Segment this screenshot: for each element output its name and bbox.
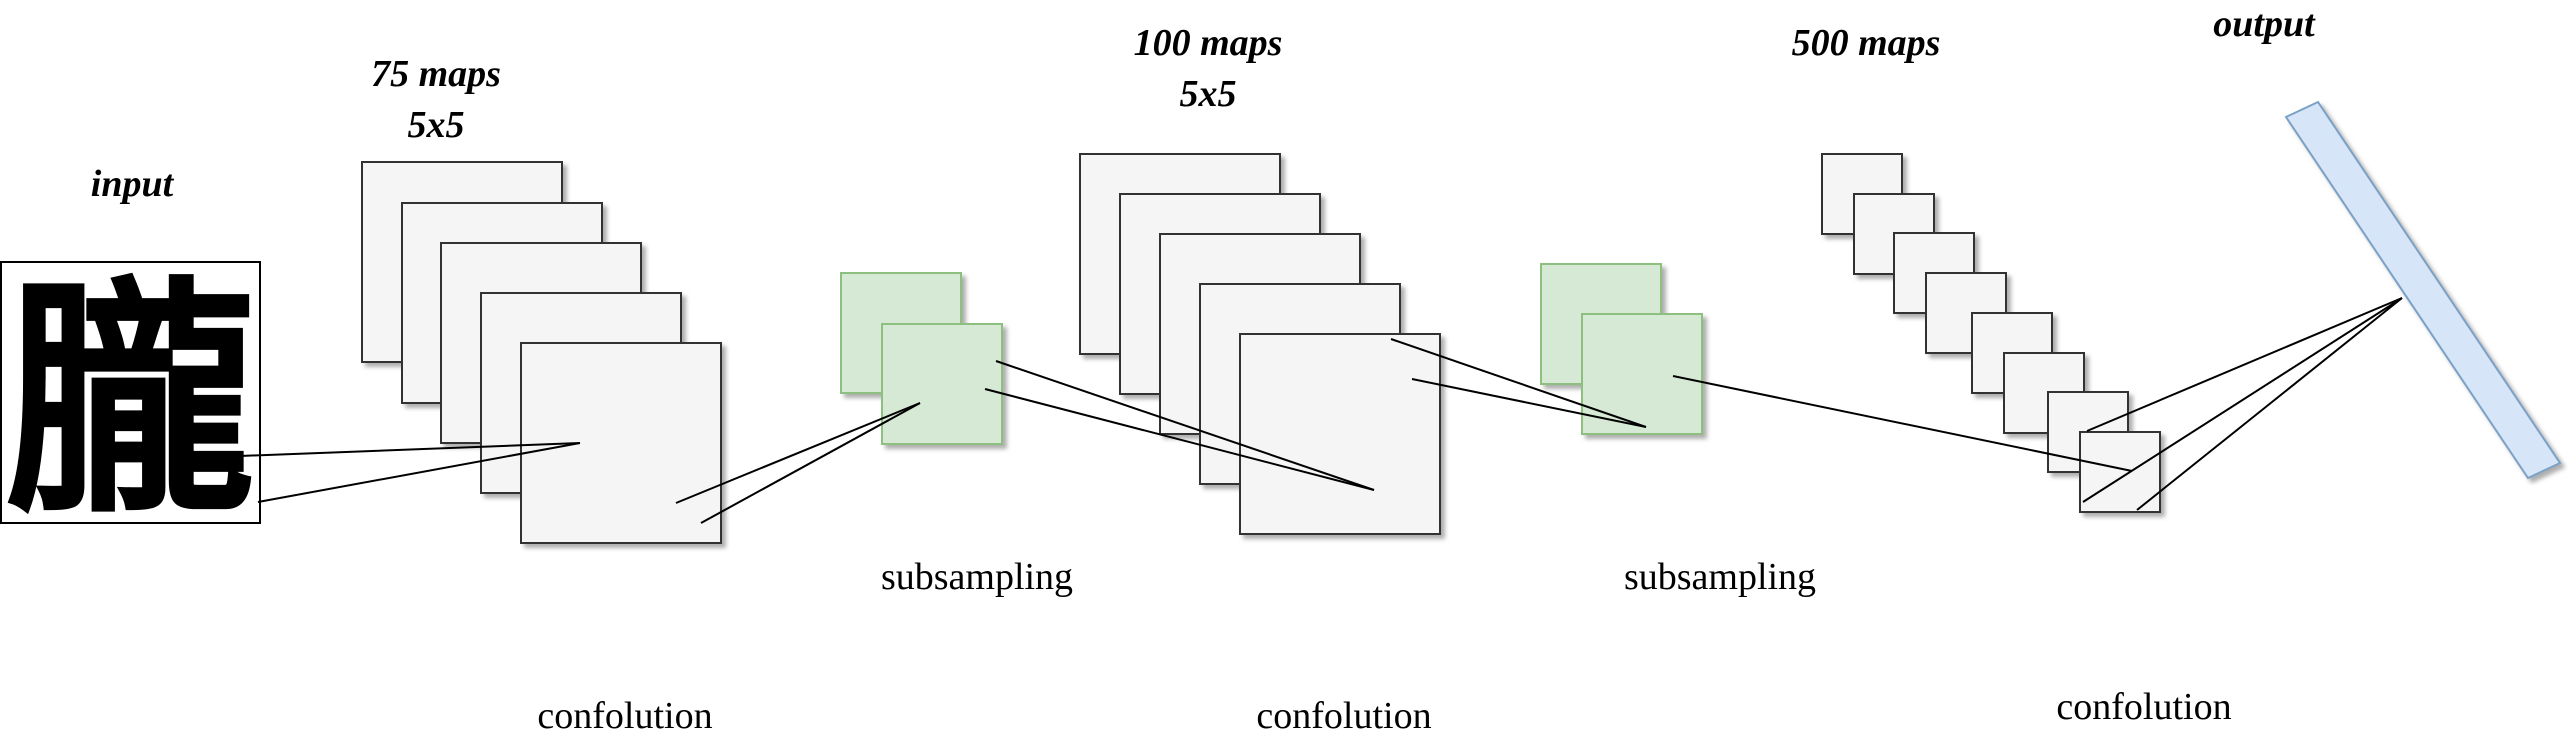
conv2-kernel-label: 5x5 <box>1180 73 1237 115</box>
pool2-to-conv3-lines <box>1672 375 2133 472</box>
conv1-to-pool1-lines <box>675 402 921 524</box>
input-to-conv1-lines <box>239 442 581 503</box>
input-glyph: 朧 <box>5 256 255 547</box>
confolution-label-2: confolution <box>1256 695 1431 737</box>
input-image: 朧 <box>0 256 261 547</box>
conv3-map <box>2079 431 2161 513</box>
conv2-feature-maps <box>1079 153 1441 535</box>
conv1-feature-maps <box>361 161 722 544</box>
pool1-map <box>881 323 1003 445</box>
conv2-maps-label: 100 maps <box>1134 22 1283 64</box>
pool2-maps <box>1540 263 1703 435</box>
output-label: output <box>2213 3 2316 45</box>
input-label: input <box>91 163 175 205</box>
confolution-label-1: confolution <box>537 695 712 737</box>
conv1-kernel-label: 5x5 <box>408 104 465 146</box>
conv1-maps-label: 75 maps <box>371 53 501 95</box>
subsampling-label-2: subsampling <box>1624 556 1816 598</box>
conv2-map <box>1239 333 1441 535</box>
pool1-to-conv2-lines <box>984 360 1375 491</box>
pool1-maps <box>840 272 1003 445</box>
confolution-label-3: confolution <box>2056 686 2231 728</box>
subsampling-label-1: subsampling <box>881 556 1073 598</box>
output-layer-bar <box>2284 100 2562 480</box>
pool2-map <box>1581 313 1703 435</box>
conv3-feature-maps <box>1821 153 2161 513</box>
conv3-maps-label: 500 maps <box>1792 22 1941 64</box>
conv2-to-pool2-lines <box>1390 338 1647 428</box>
conv1-map <box>520 342 722 544</box>
conv3-to-output-lines <box>2082 297 2403 511</box>
